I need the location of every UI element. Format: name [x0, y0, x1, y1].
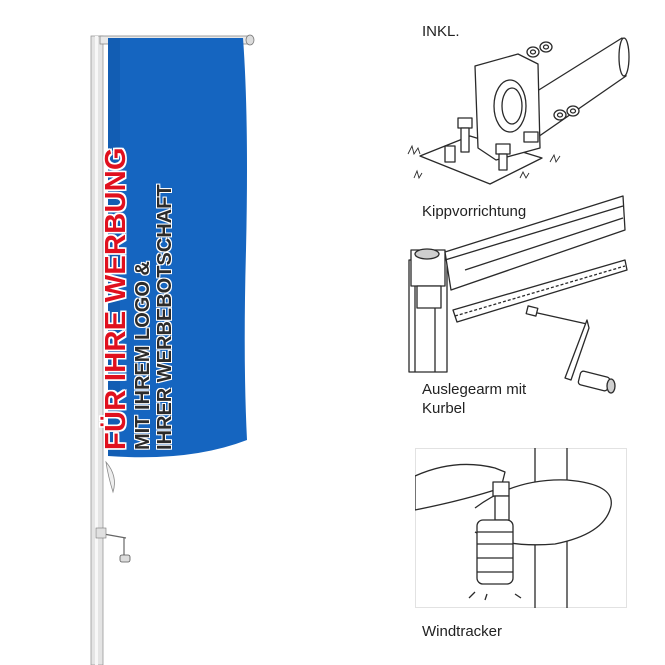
flag-headline: FÜR IHRE WERBUNG: [100, 147, 132, 450]
pole-windtracker: [105, 460, 115, 494]
windtracker-icon: [415, 448, 627, 608]
flag-line-3: IHRER WERBEBOTSCHAFT: [154, 184, 176, 450]
flag-line-2: MIT IHREM LOGO &: [132, 261, 154, 450]
flagpole-illustration: [90, 34, 255, 665]
flag-text-block: FÜR IHRE WERBUNG MIT IHREM LOGO & IHRER …: [100, 110, 196, 450]
boom-arm-crank-icon: [408, 195, 628, 394]
flagpole: [90, 35, 104, 665]
caption-inkl: INKL.: [422, 23, 460, 40]
ground-plate-icon: [407, 37, 630, 185]
pole-crank-icon: [95, 527, 131, 563]
caption-windtracker: Windtracker: [422, 623, 503, 640]
flag-banner: [108, 38, 247, 458]
caption-auslegearm: Auslegearm mit Kurbel: [422, 381, 527, 417]
caption-kippvorrichtung: Kippvorrichtung: [422, 203, 527, 220]
